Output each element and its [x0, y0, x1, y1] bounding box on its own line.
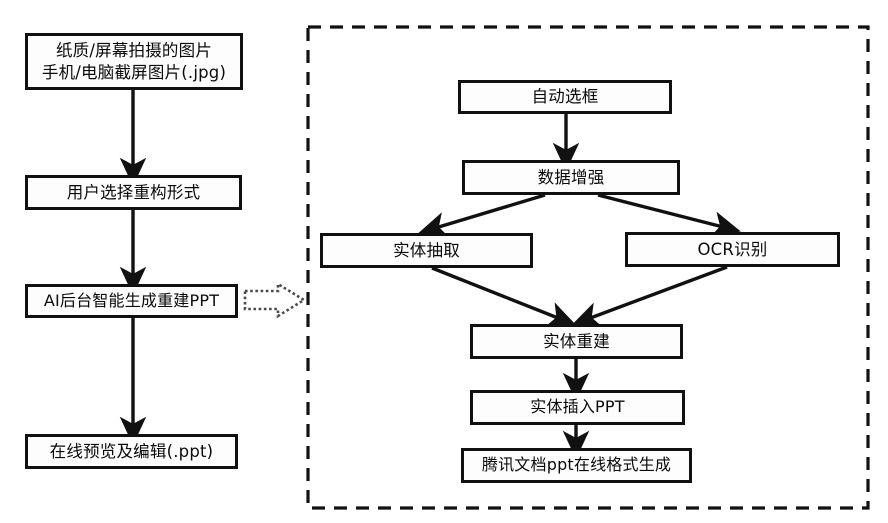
node-entity-insert-ppt[interactable]: 实体插入PPT	[470, 390, 685, 425]
node-online-preview-edit[interactable]: 在线预览及编辑(.ppt)	[25, 434, 238, 469]
connector-augment-to-ocr	[597, 193, 741, 238]
node-ai-generate-ppt[interactable]: AI后台智能生成重建PPT	[25, 284, 238, 318]
connector-augment-to-entity	[418, 193, 546, 238]
connector-ocr-to-rebuild	[571, 265, 728, 328]
node-entity-extraction[interactable]: 实体抽取	[320, 233, 533, 268]
connector-entity-to-rebuild	[431, 266, 577, 328]
node-entity-rebuild[interactable]: 实体重建	[470, 324, 683, 359]
ai-backend-detail-panel	[306, 25, 870, 510]
node-auto-box-select[interactable]: 自动选框	[458, 80, 672, 114]
node-ocr-recognition[interactable]: OCR识别	[625, 232, 840, 267]
node-data-augmentation[interactable]: 数据增强	[462, 160, 680, 195]
connector-ai-to-panel	[243, 281, 307, 319]
node-input-image[interactable]: 纸质/屏幕拍摄的图片 手机/电脑截屏图片(.jpg)	[25, 33, 243, 90]
node-user-choose-format[interactable]: 用户选择重构形式	[25, 175, 242, 210]
node-tencent-docs-output[interactable]: 腾讯文档ppt在线格式生成	[461, 448, 692, 483]
